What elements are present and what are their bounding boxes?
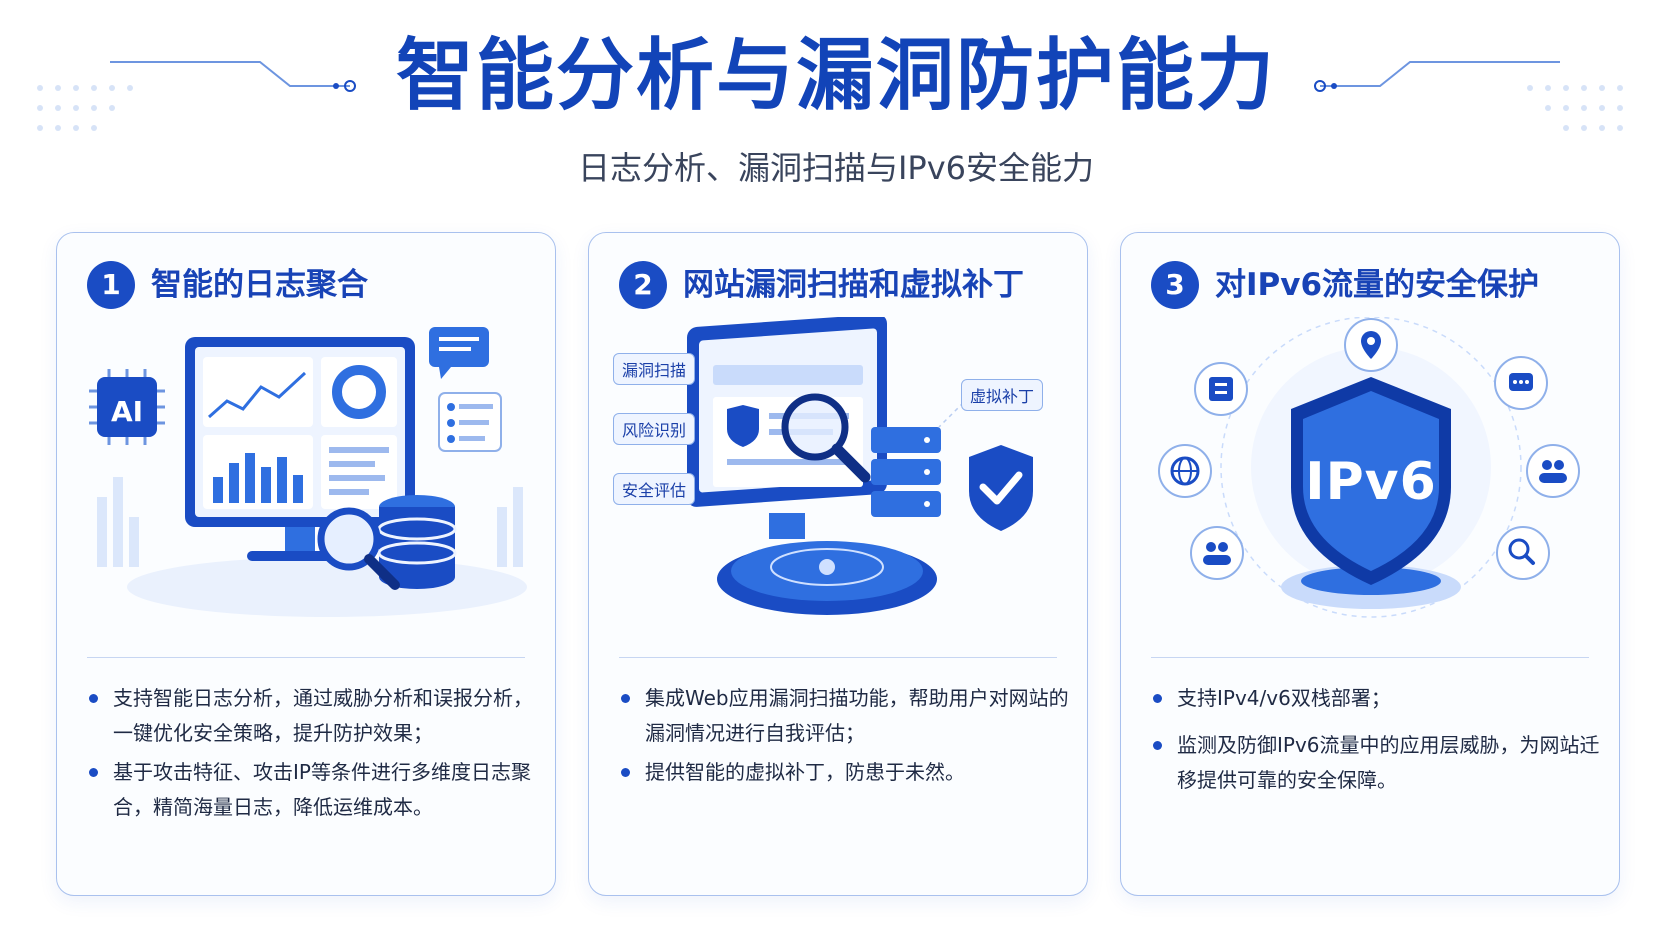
card-header: 1 智能的日志聚合 <box>87 259 535 311</box>
chip-virtual-patch: 虚拟补丁 <box>961 379 1044 411</box>
card-vulnerability-scan: 2 网站漏洞扫描和虚拟补丁 <box>588 232 1088 896</box>
illustration-vulnerability-scan: 漏洞扫描 风险识别 安全评估 虚拟补丁 <box>609 314 1069 637</box>
bullet-dot <box>621 768 630 777</box>
card-divider <box>87 657 525 658</box>
card-number-badge: 1 <box>87 261 135 309</box>
bullet-dot <box>621 694 630 703</box>
chip-risk-identify: 风险识别 <box>613 413 696 445</box>
card-title: 对IPv6流量的安全保护 <box>1215 267 1540 303</box>
header-decoration-left <box>30 40 370 144</box>
card-title: 智能的日志聚合 <box>151 267 368 303</box>
chat-bubble-icon <box>429 327 489 379</box>
page-title: 智能分析与漏洞防护能力 <box>395 31 1276 121</box>
globe-icon <box>1158 444 1212 498</box>
illustration-log-aggregation: AI <box>77 317 537 637</box>
server-stack-icon <box>871 427 941 517</box>
bullet-list: 集成Web应用漏洞扫描功能，帮助用户对网站的漏洞情况进行自我评估； 提供智能的虚… <box>619 681 1071 794</box>
users-icon <box>1190 526 1244 580</box>
bullet-item: 提供智能的虚拟补丁，防患于未然。 <box>619 755 1071 790</box>
bullet-dot <box>1153 694 1162 703</box>
ai-chip-icon <box>89 369 165 445</box>
bullet-text: 监测及防御IPv6流量中的应用层威胁，为网站迁移提供可靠的安全保障。 <box>1177 733 1600 792</box>
bullet-item: 集成Web应用漏洞扫描功能，帮助用户对网站的漏洞情况进行自我评估； <box>619 681 1071 751</box>
card-log-aggregation: 1 智能的日志聚合 <box>56 232 556 896</box>
page-subtitle: 日志分析、漏洞扫描与IPv6安全能力 <box>577 149 1095 187</box>
bullet-text: 支持IPv4/v6双栈部署； <box>1177 686 1391 710</box>
bullet-item: 基于攻击特征、攻击IP等条件进行多维度日志聚合，精简海量日志，降低运维成本。 <box>87 755 539 825</box>
card-title: 网站漏洞扫描和虚拟补丁 <box>683 267 1024 303</box>
shield-check-icon <box>969 445 1033 531</box>
magnifier-icon <box>317 507 400 590</box>
bullet-text: 提供智能的虚拟补丁，防患于未然。 <box>645 760 965 784</box>
chat-icon <box>1494 356 1548 410</box>
bullet-dot <box>89 768 98 777</box>
header-decoration-right <box>1300 40 1640 144</box>
card-divider <box>1151 657 1589 658</box>
card-header: 2 网站漏洞扫描和虚拟补丁 <box>619 259 1067 311</box>
magnifier-icon <box>781 393 871 483</box>
ipv6-shield-label: IPv6 <box>1305 452 1437 512</box>
building-icon <box>1194 362 1248 416</box>
bullet-item: 支持智能日志分析，通过威胁分析和误报分析，一键优化安全策略，提升防护效果； <box>87 681 539 751</box>
bullet-dot <box>1153 741 1162 750</box>
card-divider <box>619 657 1057 658</box>
bullet-text: 基于攻击特征、攻击IP等条件进行多维度日志聚合，精简海量日志，降低运维成本。 <box>113 760 531 819</box>
bullet-list: 支持智能日志分析，通过威胁分析和误报分析，一键优化安全策略，提升防护效果； 基于… <box>87 681 539 829</box>
bullet-item: 支持IPv4/v6双栈部署； <box>1151 681 1603 716</box>
chip-security-assess: 安全评估 <box>613 473 696 505</box>
bullet-text: 集成Web应用漏洞扫描功能，帮助用户对网站的漏洞情况进行自我评估； <box>645 686 1069 745</box>
monitor-dashboard-icon <box>185 337 415 561</box>
list-card-icon <box>438 392 502 452</box>
chip-vuln-scan: 漏洞扫描 <box>613 353 696 385</box>
search-icon <box>1496 526 1550 580</box>
users-icon <box>1526 444 1580 498</box>
card-number-badge: 3 <box>1151 261 1199 309</box>
location-pin-icon <box>1344 318 1398 372</box>
card-ipv6-protection: 3 对IPv6流量的安全保护 <box>1120 232 1620 896</box>
bullet-dot <box>89 694 98 703</box>
shield-icon <box>1291 377 1451 585</box>
ai-chip-label: AI <box>110 395 144 428</box>
bullet-item: 监测及防御IPv6流量中的应用层威胁，为网站迁移提供可靠的安全保障。 <box>1151 728 1603 798</box>
card-header: 3 对IPv6流量的安全保护 <box>1151 259 1599 311</box>
bullet-text: 支持智能日志分析，通过威胁分析和误报分析，一键优化安全策略，提升防护效果； <box>113 686 533 745</box>
bullet-list: 支持IPv4/v6双栈部署； 监测及防御IPv6流量中的应用层威胁，为网站迁移提… <box>1151 681 1603 810</box>
illustration-ipv6-protection: IPv6 <box>1141 316 1601 637</box>
card-number-badge: 2 <box>619 261 667 309</box>
